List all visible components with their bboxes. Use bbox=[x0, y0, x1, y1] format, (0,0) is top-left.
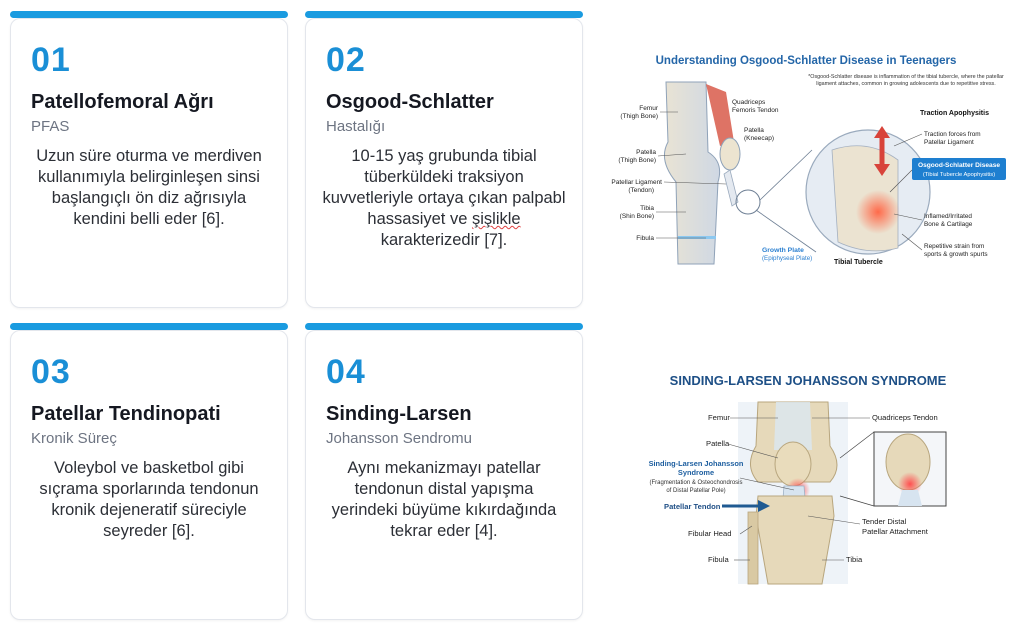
card-subtitle: Johansson Sendromu bbox=[326, 430, 472, 447]
card-title: Sinding-Larsen bbox=[326, 403, 472, 425]
card-01: 01 Patellofemoral Ağrı PFAS Uzun süre ot… bbox=[10, 11, 288, 308]
label-inflamed: Inflamed/Irritated bbox=[924, 213, 972, 220]
card-title: Patellofemoral Ağrı bbox=[31, 91, 214, 113]
label-tibia-sub: (Shin Bone) bbox=[620, 213, 654, 220]
label-quadriceps-tendon: Quadriceps Tendon bbox=[872, 413, 938, 422]
label-traction-forces-sub: Patellar Ligament bbox=[924, 139, 974, 146]
inflammation-area bbox=[856, 190, 900, 234]
zoom-line bbox=[839, 495, 875, 507]
label-tibia: Tibia bbox=[640, 205, 654, 212]
label-kneecap-sub: (Kneecap) bbox=[744, 135, 774, 142]
quadriceps-tendon-shape bbox=[774, 402, 812, 450]
label-kneecap: Patella bbox=[744, 127, 764, 134]
card-accent-bar bbox=[10, 323, 288, 330]
label-traction-forces: Traction forces from bbox=[924, 131, 981, 138]
figure-note: *Osgood-Schlatter disease is inflammatio… bbox=[808, 74, 1004, 80]
card-body: 10-15 yaş grubunda tibial tüberküldeki t… bbox=[322, 147, 566, 249]
label-repetitive-strain: Repetitive strain from bbox=[924, 243, 984, 250]
figure-title: Understanding Osgood-Schlatter Disease i… bbox=[656, 55, 957, 67]
card-subtitle: PFAS bbox=[31, 118, 70, 135]
card-accent-bar bbox=[305, 11, 583, 18]
label-fibular-head: Fibular Head bbox=[688, 529, 731, 538]
label-tibia: Tibia bbox=[846, 555, 863, 564]
label-sljs-note: of Distal Patellar Pole) bbox=[666, 488, 725, 494]
card-03: 03 Patellar Tendinopati Kronik Süreç Vol… bbox=[10, 323, 288, 620]
patellar-ligament-shape bbox=[723, 169, 739, 207]
card-subtitle: Kronik Süreç bbox=[31, 430, 117, 447]
osgood-schlatter-illustration: Understanding Osgood-Schlatter Disease i… bbox=[606, 42, 1010, 272]
figure-title: SINDING-LARSEN JOHANSSON SYNDROME bbox=[670, 373, 947, 388]
label-osd-sub: (Tibial Tubercle Apophysitis) bbox=[923, 172, 995, 178]
label-patellar-tendon: Patellar Tendon bbox=[664, 502, 721, 511]
osd-highlight-box bbox=[912, 158, 1006, 180]
label-growth-plate: Growth Plate bbox=[762, 247, 804, 254]
zoom-line bbox=[755, 209, 817, 253]
label-patellar-ligament: Patellar Ligament bbox=[611, 179, 662, 186]
zoom-line bbox=[839, 431, 875, 459]
label-inflamed-sub: Bone & Cartilage bbox=[924, 221, 973, 228]
card-number: 02 bbox=[326, 41, 366, 79]
label-femur: Femur bbox=[708, 413, 730, 422]
label-patella: Patella bbox=[706, 439, 730, 448]
patellar-tendon-arrow-head bbox=[758, 500, 770, 512]
sinding-larsen-diagram: SINDING-LARSEN JOHANSSON SYNDROME Femur … bbox=[608, 366, 1008, 588]
label-tibial-tubercle: Tibial Tubercle bbox=[834, 259, 883, 266]
card-number: 01 bbox=[31, 41, 71, 79]
figure-note: ligament attaches, common in growing ado… bbox=[816, 81, 995, 87]
card-title: Osgood-Schlatter bbox=[326, 91, 494, 113]
tibia-shape bbox=[755, 495, 835, 585]
card-number: 04 bbox=[326, 353, 366, 391]
label-tender: Tender Distal bbox=[862, 517, 907, 526]
tendon-closeup-shape bbox=[898, 490, 922, 506]
label-sljs-note: (Fragmentation & Osteochondrosis bbox=[649, 480, 742, 486]
label-traction-apophysitis: Traction Apophysitis bbox=[920, 110, 989, 117]
spellcheck-flag[interactable]: şişlikle bbox=[471, 210, 521, 228]
card-body: Aynı mekanizmayı patellar tendonun dista… bbox=[331, 459, 557, 540]
label-repetitive-strain-sub: sports & growth spurts bbox=[924, 251, 988, 258]
label-growth-plate-sub: (Epiphyseal Plate) bbox=[762, 255, 812, 262]
quadriceps-muscle-shape bbox=[706, 84, 734, 146]
label-fibula: Fibula bbox=[636, 235, 654, 242]
label-femur: Femur bbox=[639, 105, 659, 112]
label-quadriceps: Quadriceps bbox=[732, 99, 766, 106]
osgood-schlatter-diagram: Understanding Osgood-Schlatter Disease i… bbox=[606, 42, 1010, 272]
traction-arrow-head bbox=[874, 164, 890, 176]
card-title: Patellar Tendinopati bbox=[31, 403, 221, 425]
card-body: Uzun süre oturma ve merdiven kullanımıyl… bbox=[36, 147, 262, 228]
card-accent-bar bbox=[305, 323, 583, 330]
traction-arrow-head bbox=[874, 126, 890, 138]
label-sljs: Sinding-Larsen Johansson bbox=[649, 459, 744, 468]
zoom-marker bbox=[735, 189, 761, 215]
fibula-shape bbox=[747, 511, 759, 585]
label-quadriceps-sub: Femoris Tendon bbox=[732, 107, 779, 114]
card-accent-bar bbox=[10, 11, 288, 18]
label-fibula: Fibula bbox=[708, 555, 729, 564]
label-tender-sub: Patellar Attachment bbox=[862, 527, 929, 536]
sinding-larsen-illustration: SINDING-LARSEN JOHANSSON SYNDROME Femur … bbox=[608, 366, 1008, 588]
patella-shape bbox=[719, 137, 741, 171]
card-02: 02 Osgood-Schlatter Hastalığı 10-15 yaş … bbox=[305, 11, 583, 308]
label-osd: Osgood-Schlatter Disease bbox=[918, 162, 1000, 169]
zoom-line bbox=[759, 149, 813, 201]
growth-plate-shape bbox=[678, 236, 716, 239]
card-subtitle: Hastalığı bbox=[326, 118, 386, 135]
label-sljs-sub: Syndrome bbox=[678, 468, 714, 477]
label-femur-sub: (Thigh Bone) bbox=[620, 113, 658, 120]
card-04: 04 Sinding-Larsen Johansson Sendromu Ayn… bbox=[305, 323, 583, 620]
label-patella: Patella bbox=[636, 149, 656, 156]
label-patellar-ligament-sub: (Tendon) bbox=[628, 187, 654, 194]
label-patella-sub: (Thigh Bone) bbox=[618, 157, 656, 164]
leg-bones-shape bbox=[663, 81, 721, 265]
card-body: Voleybol ve basketbol gibi sıçrama sporl… bbox=[39, 459, 259, 540]
card-number: 03 bbox=[31, 353, 71, 391]
